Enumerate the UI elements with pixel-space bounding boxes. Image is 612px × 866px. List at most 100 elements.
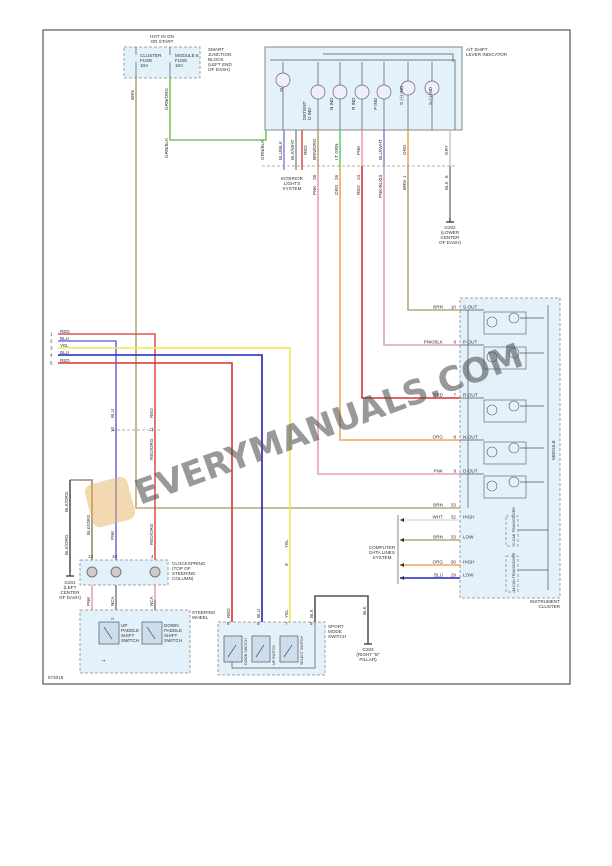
pin-number: 9	[284, 563, 289, 566]
clockspring: CLOCKSPRING (TOP OF STEERING COLUMN) 12 …	[79, 554, 206, 586]
arrow-icon	[400, 576, 404, 580]
component-name: A/T SHIFT	[466, 47, 488, 52]
wire-color: ORG	[433, 560, 444, 565]
bus-number: 2	[50, 339, 53, 344]
fuse-label: MODULE 6	[175, 53, 199, 58]
switch-label: UP	[121, 623, 127, 628]
pin-number: 23	[378, 174, 383, 180]
transistor-led-icon	[376, 84, 392, 100]
switch-name: SWITCH	[328, 634, 346, 639]
switch-label: DOWN	[164, 623, 179, 628]
down-paddle-switch	[141, 621, 163, 645]
fuse-label: FUSE	[175, 58, 187, 63]
steering-wheel: STEERING WHEEL UP PADDLE SHIFT SWITCH DO…	[79, 595, 216, 674]
led-icon	[275, 72, 291, 88]
led-label: S (-) IND	[428, 86, 433, 105]
wires	[58, 78, 460, 656]
interior-lights-label: LIGHTS	[284, 181, 301, 186]
arrow-icon	[400, 563, 404, 567]
led-label: N IND	[329, 97, 334, 110]
driver-circuit	[483, 399, 527, 423]
block-name: SMART	[208, 47, 224, 52]
block-name: JUNCTION	[208, 52, 231, 57]
ground-label: (LEFT	[64, 585, 77, 590]
fuse-label: CLUSTER	[140, 53, 162, 58]
wire-color: PNK/BLK	[424, 340, 444, 345]
wire-color: BLK	[362, 605, 367, 615]
steering-name: WHEEL	[192, 615, 209, 620]
transistor-icon	[508, 347, 520, 359]
ground-icon	[364, 640, 372, 645]
led-label: D IND	[307, 107, 312, 120]
data-lines-label: SYSTEM	[373, 555, 392, 560]
wire-color: BRN	[402, 180, 407, 190]
hot-label: HOT IN ON	[150, 34, 174, 39]
wire-color: LT GRN	[334, 144, 339, 160]
fuse-label: 10A	[175, 63, 184, 68]
bus-number: 4	[50, 353, 53, 358]
pin-label: R-OUT	[463, 393, 478, 398]
wire-color: BLK/ORG	[64, 491, 69, 512]
ground-label: OF DASH)	[439, 240, 461, 245]
switch-label: PADDLE	[121, 628, 139, 633]
ground-label: G202	[444, 225, 456, 230]
transistor-led-icon	[310, 84, 326, 100]
wire-color: BLK	[309, 608, 314, 618]
pin-number: 24	[356, 174, 361, 180]
driver-circuit	[483, 441, 527, 465]
wire-color: GRN/BLK	[260, 139, 265, 160]
wire-color: RED/ORG	[149, 523, 154, 545]
wire-color: BLK	[444, 180, 449, 190]
hot-label-2: OR START	[151, 39, 174, 44]
switch-label: SWITCH	[164, 638, 182, 643]
pin-label: D-OUT	[463, 469, 478, 474]
circuit-line	[460, 397, 544, 407]
component-name: LEVER INDICATOR	[466, 52, 508, 57]
pin-number: 2	[110, 617, 115, 620]
shift-lever-indicator: A/T SHIFT LEVER INDICATOR SL DETENT D IN…	[264, 46, 508, 131]
transistor-icon	[486, 446, 498, 458]
pin-number: 1	[402, 175, 407, 178]
pin-number: 30	[451, 560, 457, 565]
clockspring-name: CLOCKSPRING	[172, 561, 206, 566]
transistor-icon	[486, 351, 498, 363]
bus-number: 1	[50, 332, 53, 337]
wire-color: BLK/ORG	[86, 514, 91, 535]
wire-color: RED	[433, 393, 443, 398]
wire-color: PNK	[356, 145, 361, 155]
fuse-label: FUSE	[140, 58, 152, 63]
switch-label: SELECT SWITCH	[300, 636, 304, 665]
circuit-line	[460, 309, 544, 319]
clockspring-name: (TOP OF	[172, 566, 191, 571]
switch-label: SHIFT	[164, 633, 177, 638]
switch-name: SPORT	[328, 624, 344, 629]
switch-label: UP SWITCH	[272, 644, 276, 665]
wire-color: BLU	[256, 609, 261, 618]
pin-number: 8	[444, 175, 449, 178]
mid-labels: BLU 10 RED 11 RED/ORG RED/ORG BLK/ORG BL…	[59, 408, 289, 600]
bus-number: 3	[50, 346, 53, 351]
clockspring-name: COLUMN)	[172, 576, 194, 581]
circuit-line	[460, 344, 544, 354]
wire-color: BLU/WHT	[378, 139, 383, 160]
wire-labels: BRN GRN/ORG GRN/BLK GRN/BLK BLU/BLK BLK/…	[130, 88, 461, 245]
bus-number: 5	[50, 361, 53, 366]
wire-color: RED	[60, 329, 70, 334]
cluster-name: CLUSTER	[539, 604, 561, 609]
m-can-label: M-CAN TRANSCEIVER	[512, 552, 516, 591]
wire-color: ORG	[334, 184, 339, 195]
cluster-name: INSTRUMENT	[530, 599, 560, 604]
smart-junction-block: HOT IN ON OR START CLUSTER FUSE 10A MODU…	[123, 34, 232, 79]
wire-color: RED/ORG	[149, 438, 154, 460]
transistor-icon	[508, 442, 520, 454]
wire-color: NCA	[149, 595, 154, 606]
clockspring-name: STEERING	[172, 571, 196, 576]
wire-color: NCA	[110, 595, 115, 606]
switch-label: DOWN SWITCH	[244, 638, 248, 665]
pin-number: 7	[453, 393, 456, 398]
pin-label: HIGH	[463, 560, 474, 565]
block-name: BLOCK	[208, 57, 225, 62]
ground-label: OF DASH)	[59, 595, 81, 600]
module-label: MODULE	[551, 440, 556, 460]
